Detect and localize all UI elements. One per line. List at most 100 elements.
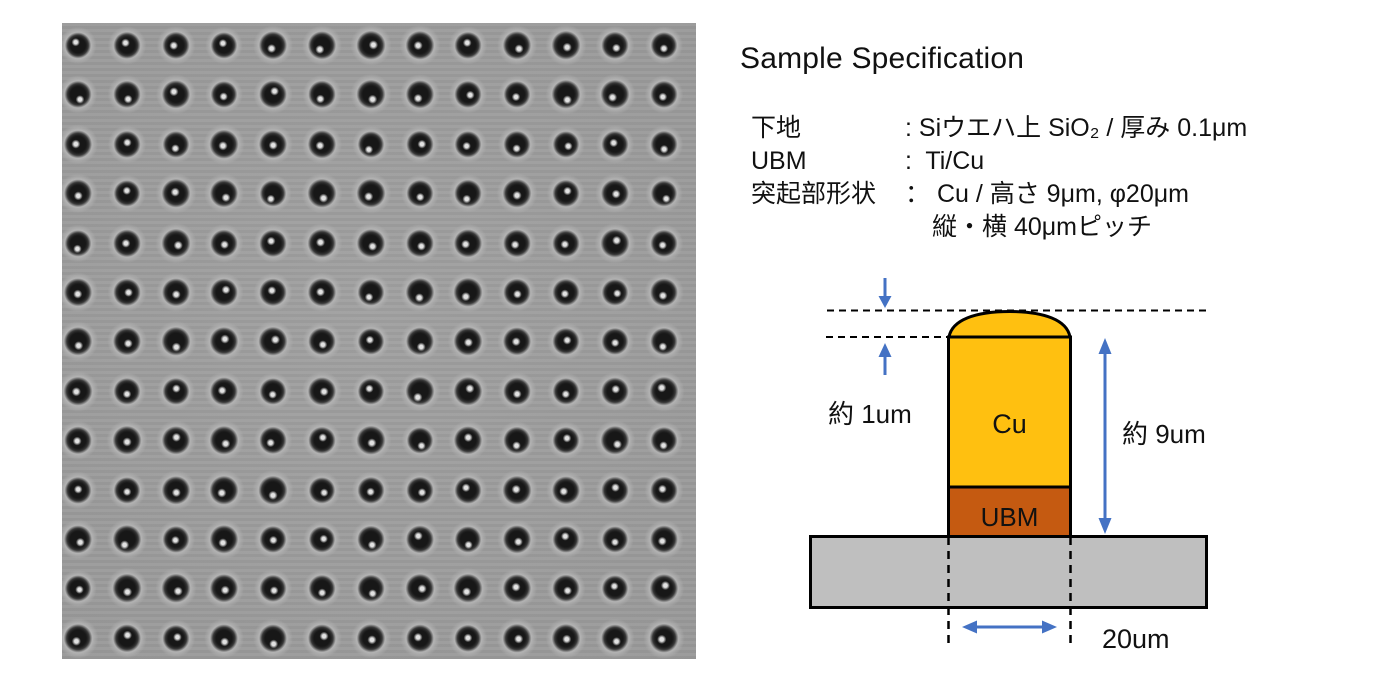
sem-bump bbox=[593, 74, 636, 119]
sem-bump bbox=[154, 568, 197, 613]
pillar-width-arrow bbox=[962, 620, 1057, 634]
sem-bump bbox=[107, 175, 146, 216]
spec-list: 下地: Siウエハ上 SiO₂ / 厚み 0.1μm UBM: Ti/Cu 突起… bbox=[751, 112, 1247, 244]
sem-bump bbox=[643, 322, 684, 365]
sem-bump bbox=[643, 519, 684, 563]
sem-bump bbox=[302, 471, 342, 512]
sem-bump bbox=[302, 421, 342, 463]
sem-bump bbox=[253, 223, 293, 266]
sem-bump bbox=[594, 618, 635, 659]
sem-bump bbox=[644, 26, 683, 68]
sem-bump bbox=[62, 421, 98, 464]
sem-bump bbox=[351, 273, 391, 315]
spec-row-substrate: 下地: Siウエハ上 SiO₂ / 厚み 0.1μm bbox=[751, 112, 1247, 145]
sem-bump bbox=[252, 321, 295, 366]
sem-bump bbox=[156, 520, 196, 562]
sem-bump bbox=[156, 125, 195, 166]
sem-bump bbox=[62, 75, 98, 117]
sem-bump bbox=[351, 323, 390, 364]
sem-bump bbox=[62, 471, 98, 512]
sem-bump bbox=[155, 74, 197, 118]
sem-bump bbox=[399, 519, 440, 563]
sem-bump bbox=[449, 520, 488, 562]
sem-bump bbox=[349, 24, 392, 70]
sem-bump bbox=[497, 76, 537, 117]
sem-bump bbox=[155, 26, 196, 68]
sem-bump bbox=[302, 521, 342, 561]
sem-bump bbox=[252, 124, 294, 168]
sem-bump bbox=[496, 617, 539, 659]
sem-bump bbox=[399, 125, 440, 167]
sem-bump bbox=[399, 471, 440, 513]
sem-bump bbox=[400, 174, 440, 216]
sem-bump bbox=[204, 618, 245, 659]
spec-row-ubm: UBM: Ti/Cu bbox=[751, 145, 1247, 178]
spec-row-bump-shape: 突起部形状： Cu / 高さ 9μm, φ20μm bbox=[751, 178, 1247, 211]
cap-height-arrow-down bbox=[878, 278, 892, 308]
sem-bump bbox=[399, 322, 440, 365]
sem-bump bbox=[351, 125, 390, 166]
sem-bump bbox=[62, 321, 99, 365]
sem-bump bbox=[302, 322, 342, 365]
sem-bump bbox=[253, 618, 294, 659]
sem-bump bbox=[203, 123, 246, 168]
sem-bump bbox=[399, 223, 440, 266]
sem-bump bbox=[301, 618, 343, 659]
sem-bump bbox=[253, 421, 293, 463]
sem-bump bbox=[204, 371, 245, 415]
cap-height-label: 約 1um bbox=[828, 399, 912, 429]
sem-bump bbox=[595, 570, 634, 611]
sem-bump bbox=[546, 174, 586, 216]
sem-bump bbox=[546, 322, 586, 364]
sem-bump bbox=[350, 223, 392, 267]
sem-bump bbox=[496, 469, 539, 514]
sem-bump bbox=[642, 617, 685, 659]
spec-value: ： Cu / 高さ 9μm, φ20μm bbox=[905, 180, 1189, 208]
sem-bump bbox=[253, 520, 293, 562]
sem-bump bbox=[643, 272, 684, 316]
pillar-width-label: 20um bbox=[1102, 624, 1170, 654]
pillar-cross-section-diagram: 約 1um Cu UBM 約 9um 20um bbox=[809, 278, 1210, 654]
sem-bump bbox=[497, 273, 537, 315]
sem-bump bbox=[106, 223, 147, 266]
sem-bump bbox=[155, 470, 197, 514]
spec-value: : Siウエハ上 SiO₂ / 厚み 0.1μm bbox=[905, 114, 1248, 142]
sem-bump bbox=[105, 568, 148, 613]
sem-bump bbox=[496, 519, 538, 563]
cu-dome-cap bbox=[947, 309, 1072, 339]
cu-pillar-rect bbox=[947, 335, 1072, 489]
sem-bump bbox=[204, 173, 245, 217]
sem-bump bbox=[545, 25, 587, 69]
sem-bump bbox=[350, 618, 392, 659]
sem-bump bbox=[105, 420, 148, 465]
sem-bump bbox=[106, 273, 147, 315]
sem-bump bbox=[643, 470, 684, 513]
sem-bump bbox=[594, 420, 636, 464]
sem-bump bbox=[62, 224, 98, 265]
sem-bump bbox=[156, 372, 196, 414]
sem-bump bbox=[62, 370, 99, 415]
sem-bump bbox=[643, 568, 685, 612]
sem-bump bbox=[351, 471, 391, 513]
sem-bump bbox=[254, 175, 293, 216]
page-title: Sample Specification bbox=[740, 42, 1025, 75]
sem-bump bbox=[595, 26, 635, 68]
sem-bump bbox=[301, 124, 343, 168]
sem-bump bbox=[595, 521, 634, 561]
sem-bump bbox=[594, 173, 636, 217]
sem-bump bbox=[301, 222, 343, 267]
sem-bump bbox=[155, 420, 197, 464]
sem-bump bbox=[155, 272, 196, 316]
sem-bump bbox=[351, 520, 391, 562]
sem-bump bbox=[447, 272, 490, 316]
sem-bump bbox=[203, 321, 246, 366]
spec-label bbox=[751, 211, 905, 244]
sem-bump bbox=[594, 371, 635, 414]
sem-bump bbox=[399, 618, 440, 659]
sem-bump bbox=[301, 173, 343, 218]
sem-bump bbox=[593, 222, 636, 267]
sem-bump bbox=[349, 173, 392, 218]
sem-bump bbox=[203, 469, 246, 514]
sem-bump bbox=[595, 322, 635, 364]
spec-value: : Ti/Cu bbox=[905, 147, 985, 175]
